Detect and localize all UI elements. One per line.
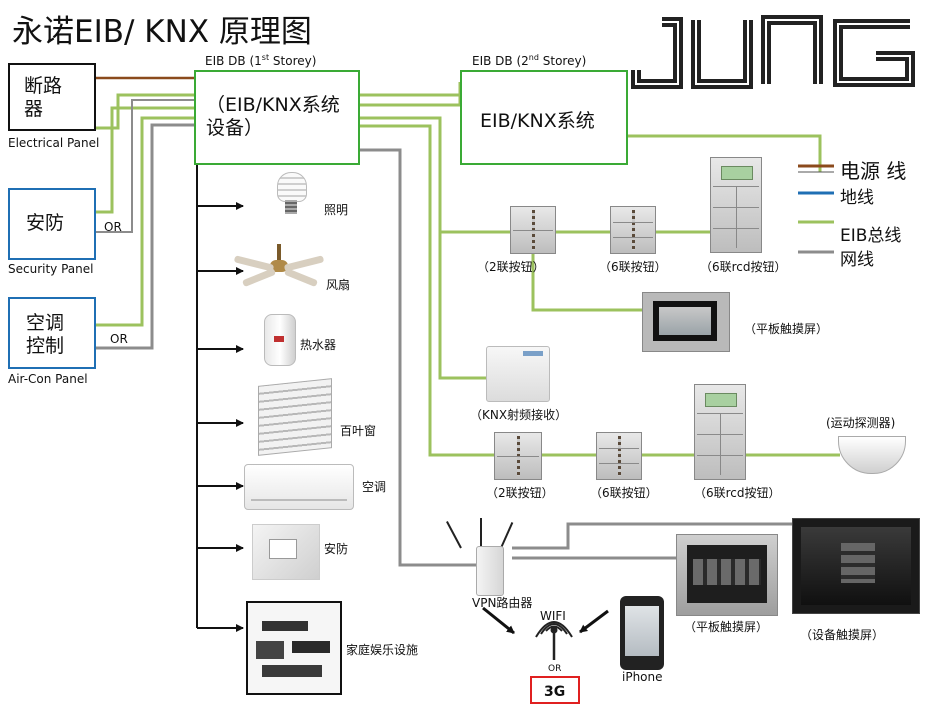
jung-logo-mark — [631, 15, 915, 89]
security-device-label: 安防 — [324, 542, 349, 556]
upper-6gang-button — [610, 206, 656, 254]
iphone-label: iPhone — [622, 670, 663, 684]
upper-2gang-button — [510, 206, 556, 254]
air-conditioner-icon — [244, 464, 354, 510]
upper-2gang-label: （2联按钮） — [477, 260, 545, 274]
knx-rf-receiver-icon — [486, 346, 550, 402]
legend-ground: 地线 — [840, 188, 874, 208]
electrical-panel-caption: Electrical Panel — [8, 136, 100, 150]
blinds-label: 百叶窗 — [340, 424, 377, 438]
db2-header-sup: nd — [528, 53, 539, 62]
ceiling-fan-icon — [233, 244, 325, 296]
db2-header-tail: Storey) — [538, 54, 587, 68]
water-heater-icon — [264, 314, 296, 368]
db1-label: （EIB/KNX系统设备） — [206, 94, 340, 139]
breaker-label: 断路器 — [24, 75, 63, 120]
light-label: 照明 — [324, 203, 349, 217]
security-panel: 安防 — [8, 188, 96, 260]
page-title: 永诺EIB/ KNX 原理图 — [12, 14, 312, 50]
upper-6gang-label: （6联按钮） — [599, 260, 667, 274]
wifi-label: WIFI — [540, 609, 566, 623]
lower-rcd-label: （6联rcd按钮） — [694, 486, 781, 500]
aircon-label: 空调控制 — [26, 312, 65, 357]
water-heater-label: 热水器 — [300, 338, 337, 352]
db2-header-text: EIB DB (2 — [472, 54, 529, 68]
wifi-icon — [535, 621, 573, 660]
3g-label: 3G — [544, 684, 566, 700]
home-entertainment-icon — [246, 601, 342, 695]
db1-header-text: EIB DB (1 — [205, 54, 262, 68]
security-or-label: OR — [104, 220, 122, 234]
network-lines — [96, 99, 800, 567]
legend-network: 网线 — [840, 250, 874, 270]
device-touch-panel — [792, 518, 920, 614]
security-device-icon — [252, 524, 320, 580]
3g-badge: 3G — [530, 676, 580, 704]
home-entertainment-label: 家庭娱乐设施 — [346, 643, 419, 657]
blinds-icon — [258, 378, 332, 456]
upper-tablet-screen — [642, 292, 730, 352]
db2-header: EIB DB (2nd Storey) — [472, 53, 586, 68]
db1-header-tail: Storey) — [269, 54, 317, 68]
motion-detector-icon — [838, 436, 906, 474]
db1-header: EIB DB (1st Storey) — [205, 53, 316, 68]
aircon-or-label: OR — [110, 332, 128, 346]
vpn-router-icon — [446, 518, 514, 596]
lower-6gang-button — [596, 432, 642, 480]
db2-label: EIB/KNX系统 — [480, 110, 595, 132]
db1-box: （EIB/KNX系统设备） — [194, 70, 360, 165]
knx-rf-label: （KNX射频接收） — [470, 408, 568, 422]
lower-2gang-button — [494, 432, 542, 480]
appliance-bus — [196, 165, 244, 632]
jung-logo — [628, 10, 926, 94]
router-to-wifi-arrow — [482, 606, 515, 635]
lower-6gang-label: （6联按钮） — [590, 486, 658, 500]
device-panel-label: （设备触摸屏） — [800, 628, 885, 642]
iphone-to-wifi-arrow — [579, 609, 609, 634]
legend-lines — [798, 164, 834, 254]
db1-header-sup: st — [261, 53, 270, 62]
fan-label: 风扇 — [326, 278, 351, 292]
security-label: 安防 — [26, 212, 65, 234]
upper-rcd-label: （6联rcd按钮） — [700, 260, 787, 274]
legend-power: 电源 线 — [840, 159, 907, 183]
breaker-panel: 断路器 — [8, 63, 96, 131]
legend-eib: EIB总线 — [840, 226, 902, 246]
db2-box: EIB/KNX系统 — [460, 70, 628, 165]
iphone-icon — [620, 596, 664, 670]
lower-rcd-button — [694, 384, 746, 480]
aircon-appliance-label: 空调 — [362, 480, 387, 494]
aircon-panel: 空调控制 — [8, 297, 96, 369]
network-tablet-label: （平板触摸屏） — [684, 620, 769, 634]
vpn-router-label: VPN路由器 — [472, 596, 533, 610]
light-bulb-icon — [274, 172, 308, 218]
upper-rcd-button — [710, 157, 762, 253]
or-label: OR — [548, 664, 562, 674]
security-panel-caption: Security Panel — [8, 262, 94, 276]
lower-2gang-label: （2联按钮） — [486, 486, 554, 500]
network-tablet-screen — [676, 534, 778, 616]
upper-tablet-label: （平板触摸屏） — [744, 322, 829, 336]
motion-detector-label: (运动探测器) — [826, 416, 896, 430]
aircon-panel-caption: Air-Con Panel — [8, 372, 88, 386]
